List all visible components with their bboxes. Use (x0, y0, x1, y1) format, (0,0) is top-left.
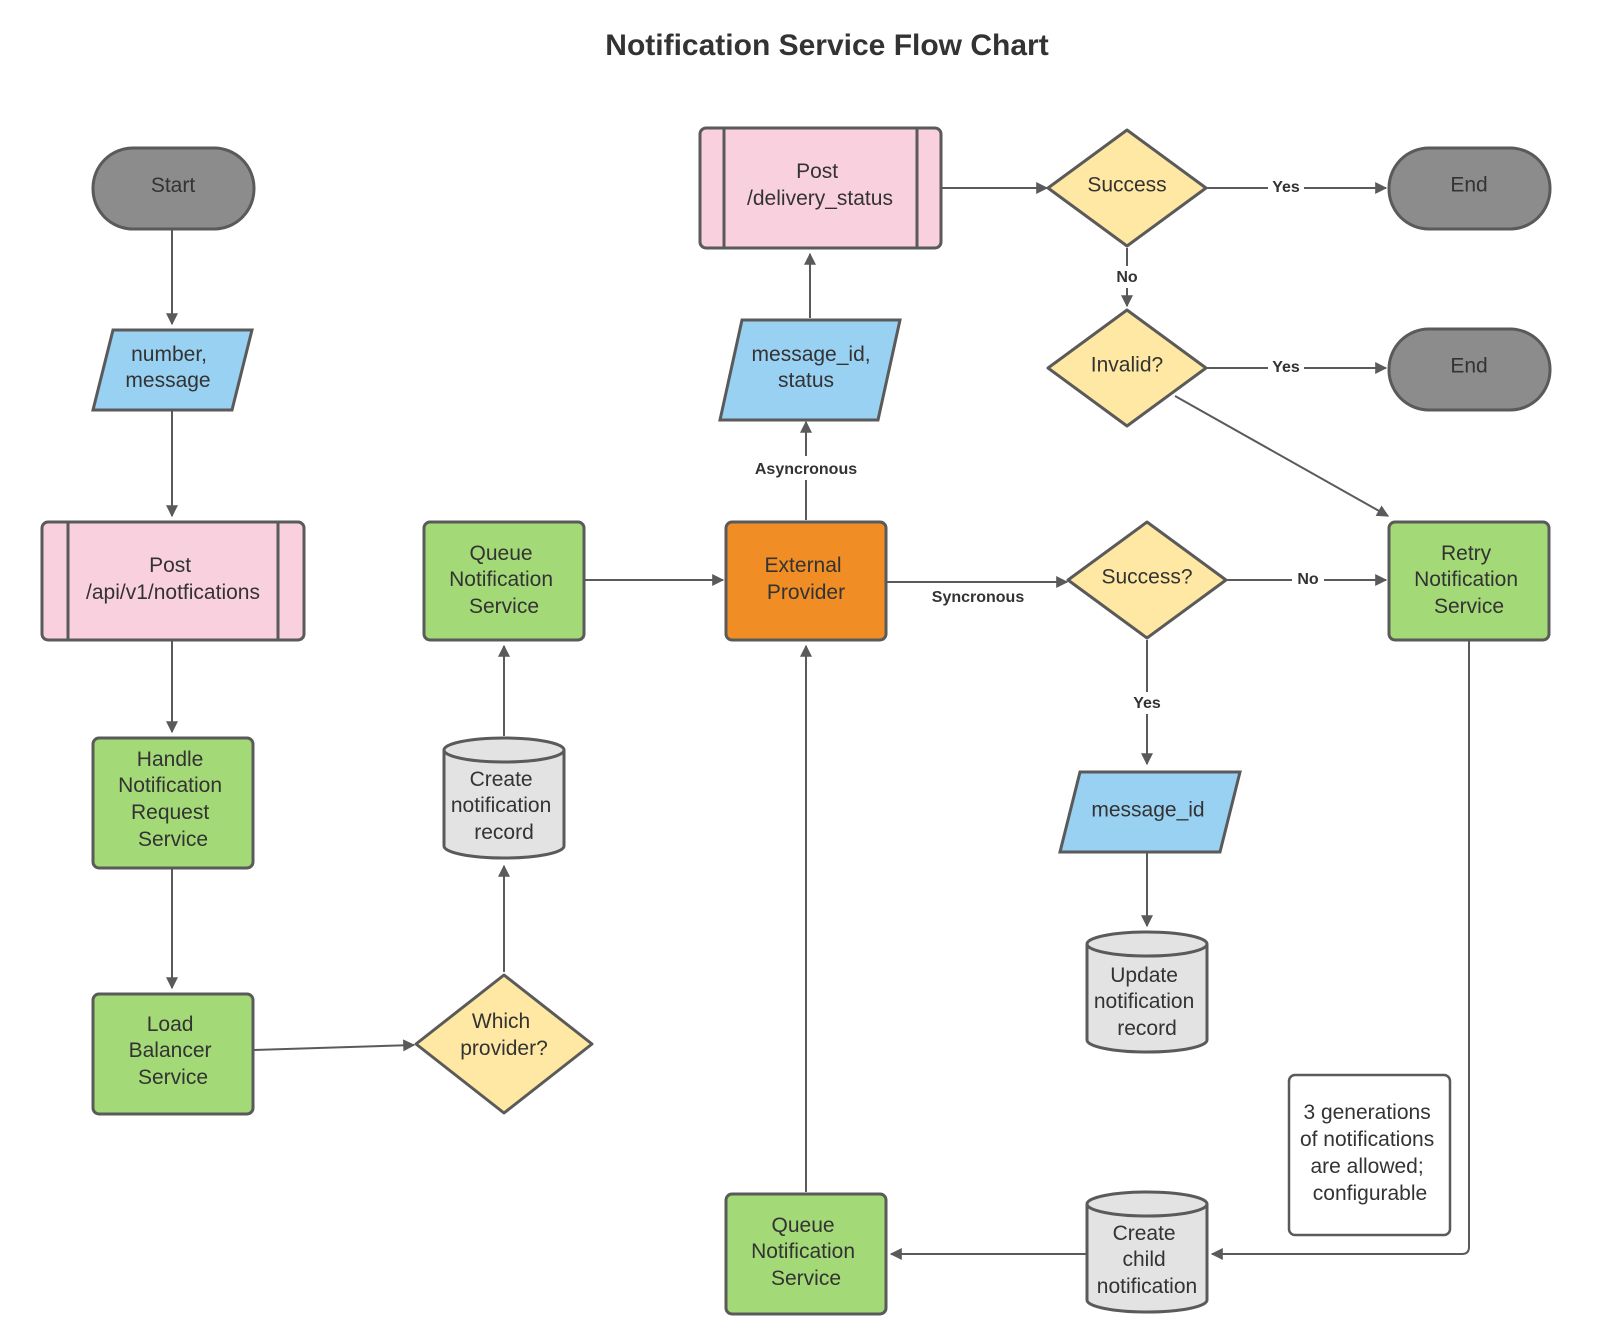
create-child-line-3: notification (1097, 1275, 1197, 1298)
end-mid-label: End (1450, 355, 1487, 378)
end-top-terminal: End (1387, 146, 1552, 231)
queue-bottom-line-3: Service (771, 1267, 841, 1290)
retry-line-1: Retry (1441, 542, 1492, 565)
queue-notification-bottom-process: Queue Notification Service (724, 1192, 888, 1316)
queue-notification-top-process: Queue Notification Service (422, 520, 586, 642)
update-record-line-3: record (1117, 1017, 1177, 1040)
edge-load-balancer-to-which-provider (253, 1039, 416, 1052)
start-terminal: Start (91, 146, 256, 231)
retry-notification-process: Retry Notification Service (1387, 520, 1551, 642)
end-mid-terminal: End (1387, 327, 1552, 412)
post-api-line-2: /api/v1/notfications (86, 581, 260, 604)
svg-text:External Provider: External Provider (765, 554, 848, 604)
page-title: Notification Service Flow Chart (605, 29, 1048, 62)
post-api-line-1: Post (149, 554, 191, 577)
start-label: Start (151, 174, 196, 197)
external-provider-process: External Provider (724, 520, 888, 642)
create-record-line-1: Create (470, 768, 533, 791)
create-record-line-2: notification (451, 794, 551, 817)
which-provider-line-2: provider? (460, 1037, 548, 1060)
svg-text:Which provider?: Which provider? (460, 1010, 548, 1060)
edge-label-syncronous: Syncronous (932, 589, 1025, 606)
post-api-predefined-process: Post /api/v1/notfications (40, 520, 306, 642)
post-delivery-predefined-process: Post /delivery_status (698, 126, 943, 250)
svg-text:Handle Notification: Handle Notification Request Service (118, 748, 228, 851)
queue-top-line-1: Queue (470, 542, 533, 565)
message-id-status-line-1: message_id, (752, 343, 871, 366)
invalid-label: Invalid? (1091, 354, 1163, 377)
note-line-1: 3 generations (1303, 1101, 1430, 1124)
edge-label-yes-sync: Yes (1133, 695, 1161, 712)
success-top-label: Success (1087, 174, 1166, 197)
svg-text:Create child notif: Create child notification (1097, 1222, 1197, 1298)
external-provider-line-1: External (765, 554, 842, 577)
which-provider-decision: Which provider? (414, 973, 594, 1115)
which-provider-line-1: Which (472, 1010, 530, 1033)
input-number-message-line-2: message (125, 369, 210, 392)
update-record-line-1: Update (1110, 964, 1178, 987)
load-balancer-process: Load Balancer Service (91, 992, 255, 1116)
note-line-3: are allowed; (1310, 1155, 1423, 1178)
svg-text:Post /api/v1/notfication: Post /api/v1/notfications (86, 554, 260, 604)
input-number-message-line-1: number, (131, 343, 207, 366)
success-top-decision: Success (1046, 128, 1208, 248)
message-id-status-line-2: status (778, 369, 834, 392)
edge-label-no-success: No (1116, 269, 1138, 286)
svg-text:Queue Notification: Queue Notification Service (449, 542, 559, 618)
invalid-decision: Invalid? (1046, 308, 1208, 428)
create-record-database: Create notification record (442, 736, 566, 860)
external-provider-line-2: Provider (767, 581, 845, 604)
retry-line-3: Service (1434, 595, 1504, 618)
input-message-id-status: message_id, status (718, 318, 902, 422)
end-top-label: End (1450, 174, 1487, 197)
svg-text:Queue Notification: Queue Notification Service (751, 1214, 861, 1290)
create-record-line-3: record (474, 821, 534, 844)
success-sync-label: Success? (1101, 566, 1192, 589)
note-line-4: configurable (1313, 1182, 1427, 1205)
handle-request-line-2: Notification (118, 774, 222, 797)
note-line-2: of notifications (1300, 1128, 1434, 1151)
handle-request-line-3: Request (131, 801, 209, 824)
handle-request-line-4: Service (138, 828, 208, 851)
input-number-message: number, message (91, 328, 254, 412)
svg-text:Create notification: Create notification record (451, 768, 557, 844)
load-balancer-line-2: Balancer (129, 1039, 212, 1062)
svg-text:Retry Notification: Retry Notification Service (1414, 542, 1524, 618)
svg-text:number, message: number, message (125, 343, 212, 392)
update-record-line-2: notification (1094, 990, 1194, 1013)
queue-top-line-2: Notification (449, 568, 553, 591)
update-record-database: Update notification record (1085, 930, 1209, 1054)
create-child-database: Create child notification (1085, 1190, 1209, 1314)
edge-label-yes-success: Yes (1272, 179, 1300, 196)
generations-note: 3 generations of notifications are allow… (1287, 1073, 1452, 1237)
input-message-id: message_id (1058, 770, 1242, 854)
edge-label-yes-invalid: Yes (1272, 359, 1300, 376)
post-delivery-line-1: Post (796, 160, 838, 183)
retry-line-2: Notification (1414, 568, 1518, 591)
post-delivery-line-2: /delivery_status (747, 187, 893, 210)
edge-retry-to-create-child (1210, 640, 1470, 1260)
edge-labels: Asyncronous Syncronous Yes No Yes No Yes (745, 176, 1324, 714)
handle-request-line-1: Handle (137, 748, 204, 771)
load-balancer-line-1: Load (147, 1013, 194, 1036)
create-child-line-1: Create (1113, 1222, 1176, 1245)
svg-text:message_id, status: message_id, status (752, 343, 877, 392)
queue-bottom-line-2: Notification (751, 1240, 855, 1263)
success-sync-decision: Success? (1066, 520, 1228, 640)
svg-text:Load Balancer Serv: Load Balancer Service (129, 1013, 218, 1089)
create-child-line-2: child (1122, 1248, 1165, 1271)
load-balancer-line-3: Service (138, 1066, 208, 1089)
edge-invalid-to-retry (1174, 395, 1390, 517)
svg-text:3 generations of notific: 3 generations of notifications are allow… (1300, 1101, 1440, 1205)
handle-request-process: Handle Notification Request Service (91, 736, 255, 870)
queue-top-line-3: Service (469, 595, 539, 618)
queue-bottom-line-1: Queue (772, 1214, 835, 1237)
edge-label-no-sync: No (1297, 571, 1319, 588)
edge-label-asyncronous: Asyncronous (755, 461, 857, 478)
message-id-label: message_id (1091, 799, 1204, 822)
svg-text:Post /delivery_status: Post /delivery_status (747, 160, 893, 210)
svg-text:Update notification: Update notification record (1094, 964, 1200, 1040)
